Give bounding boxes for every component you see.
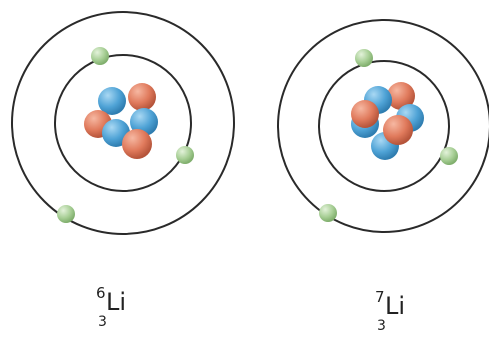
proton	[351, 100, 379, 128]
proton	[122, 129, 152, 159]
inner-orbit	[54, 54, 192, 192]
atomic-number: 3	[377, 318, 386, 334]
electron	[57, 205, 75, 223]
outer-orbit	[11, 11, 235, 235]
nucleus	[351, 82, 424, 160]
proton	[387, 82, 415, 110]
electron	[319, 204, 337, 222]
electron	[176, 146, 194, 164]
inner-orbit	[318, 60, 450, 192]
atom-li-7	[277, 19, 489, 233]
proton	[383, 115, 413, 145]
isotope-label-li-7: 7 Li 3	[375, 288, 425, 338]
outer-orbit	[277, 19, 489, 233]
element-symbol: Li	[106, 288, 127, 316]
isotope-label-li-6: 6 Li 3	[96, 284, 146, 334]
electron	[440, 147, 458, 165]
mass-number: 6	[96, 284, 106, 302]
atom-li-6	[11, 11, 235, 235]
element-symbol: Li	[385, 292, 406, 320]
electron	[355, 49, 373, 67]
nucleus	[84, 83, 158, 159]
mass-number: 7	[375, 288, 385, 306]
neutron	[128, 83, 156, 111]
neutron	[98, 87, 126, 115]
electron	[91, 47, 109, 65]
atomic-number: 3	[98, 314, 107, 330]
